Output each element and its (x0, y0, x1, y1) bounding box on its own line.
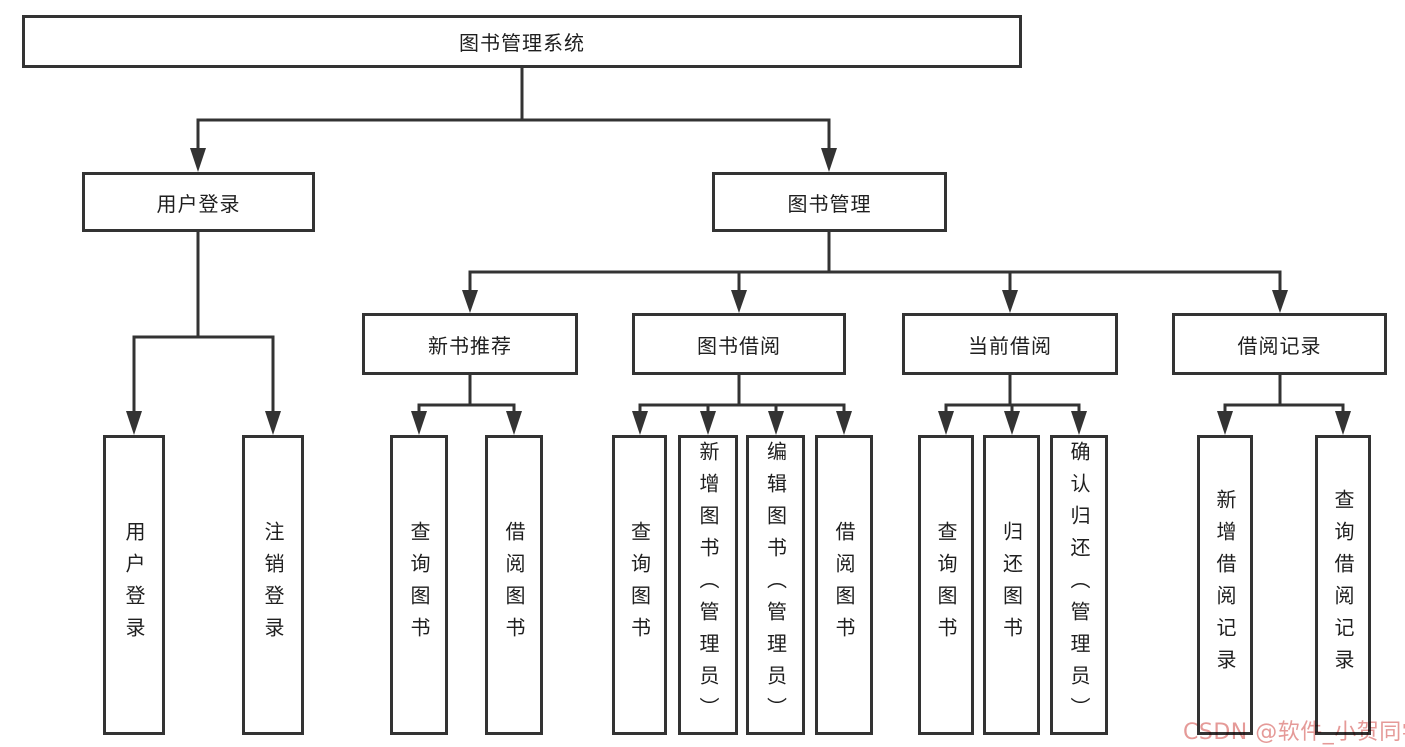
leaf-br-query-record: 查询借阅记录 (1315, 435, 1371, 735)
node-label: 编辑图书（管理员） (763, 441, 788, 729)
node-label: 新增借阅记录 (1213, 489, 1237, 681)
leaf-bb-add-books-admin: 新增图书（管理员） (678, 435, 738, 735)
leaf-logout: 注销登录 (242, 435, 304, 735)
node-label: 查询图书 (934, 521, 958, 649)
leaf-cb-return-books: 归还图书 (983, 435, 1040, 735)
node-current-borrowing: 当前借阅 (902, 313, 1118, 375)
node-label: 新书推荐 (428, 333, 512, 358)
node-label: 查询图书 (627, 521, 652, 649)
node-label: 用户登录 (122, 521, 146, 649)
leaf-nb-borrow-books: 借阅图书 (485, 435, 543, 735)
node-label: 注销登录 (261, 521, 285, 649)
leaf-bb-edit-books-admin: 编辑图书（管理员） (746, 435, 805, 735)
node-label: 查询借阅记录 (1331, 489, 1355, 681)
leaf-br-add-record: 新增借阅记录 (1197, 435, 1253, 735)
node-label: 新增图书（管理员） (696, 441, 720, 729)
leaf-user-login: 用户登录 (103, 435, 165, 735)
leaf-bb-query-books: 查询图书 (612, 435, 667, 735)
node-label: 借阅图书 (502, 521, 526, 649)
leaf-bb-borrow-books: 借阅图书 (815, 435, 873, 735)
node-label: 借阅记录 (1237, 333, 1322, 358)
leaf-nb-query-books: 查询图书 (390, 435, 448, 735)
node-label: 用户登录 (156, 191, 241, 216)
leaf-cb-confirm-return-admin: 确认归还（管理员） (1050, 435, 1108, 735)
node-label: 确认归还（管理员） (1067, 441, 1091, 729)
node-library-management-system: 图书管理系统 (22, 15, 1022, 68)
node-label: 图书管理系统 (459, 31, 585, 55)
csdn-watermark: CSDN @软件_小贺同学 (1183, 720, 1405, 745)
leaf-cb-query-books: 查询图书 (918, 435, 974, 735)
node-label: 查询图书 (407, 521, 431, 649)
node-book-borrowing: 图书借阅 (632, 313, 846, 375)
node-new-book-recommend: 新书推荐 (362, 313, 578, 375)
node-label: 图书管理 (787, 191, 872, 216)
node-book-management: 图书管理 (712, 172, 947, 232)
node-label: 图书借阅 (697, 333, 781, 358)
node-label: 当前借阅 (968, 333, 1052, 358)
node-borrowing-records: 借阅记录 (1172, 313, 1387, 375)
node-label: 借阅图书 (832, 521, 856, 649)
node-label: 归还图书 (999, 521, 1024, 649)
node-user-login: 用户登录 (82, 172, 315, 232)
